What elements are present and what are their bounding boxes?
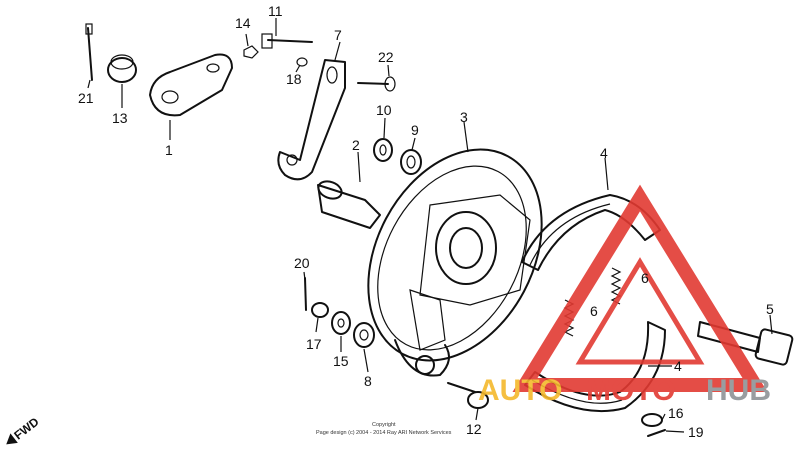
stopper-arm [149, 53, 233, 117]
pin-21 [85, 23, 93, 81]
callout-18: 18 [286, 71, 302, 87]
bolt-20 [304, 277, 307, 311]
copyright-line2: Page design (c) 2004 - 2014 Ray ARI Netw… [316, 430, 452, 436]
callout-7: 7 [334, 27, 342, 43]
callout-11: 11 [268, 3, 283, 19]
callout-20: 20 [294, 255, 310, 271]
wear-indicator [107, 54, 137, 83]
bolt-22 [357, 76, 396, 92]
washer-15 [331, 311, 351, 335]
watermark-hub: HUB [706, 374, 771, 407]
callout-13: 13 [112, 110, 128, 126]
callout-14: 14 [235, 15, 251, 31]
cotter-pin-19 [647, 429, 666, 437]
callout-4-upper: 4 [600, 145, 608, 161]
callout-4-lower: 4 [674, 358, 682, 374]
washer-10 [373, 138, 393, 162]
callout-8: 8 [364, 373, 372, 389]
washer-16 [641, 413, 663, 427]
callout-9: 9 [411, 122, 419, 138]
watermark-moto: MOTO [586, 374, 675, 407]
brake-panel [367, 148, 543, 377]
watermark-logo: AUTO MOTO HUB [478, 184, 771, 407]
leader-lines [87, 18, 773, 433]
brake-arm [277, 59, 346, 181]
arrow-left-icon [6, 433, 18, 445]
callout-19: 19 [688, 424, 704, 440]
watermark-auto: AUTO [478, 374, 562, 407]
callout-12: 12 [466, 421, 482, 437]
fwd-label: FWD [11, 414, 41, 442]
callout-16: 16 [668, 405, 684, 421]
sleeve [317, 180, 381, 229]
callout-6-left: 6 [590, 303, 598, 319]
callout-5: 5 [766, 301, 774, 317]
nut-17 [311, 302, 329, 318]
callout-15: 15 [333, 353, 349, 369]
bolt-11 [261, 33, 313, 49]
callout-6-right: 6 [641, 270, 649, 286]
callout-3: 3 [460, 109, 468, 125]
callout-10: 10 [376, 102, 392, 118]
callout-17: 17 [306, 336, 322, 352]
forward-direction-indicator: FWD [6, 414, 42, 445]
callout-21: 21 [78, 90, 94, 106]
nut-14 [243, 45, 259, 59]
callout-2: 2 [352, 137, 360, 153]
washer-18 [296, 57, 308, 67]
brake-cam [697, 321, 794, 366]
washer-9 [400, 149, 422, 175]
washer-8 [353, 322, 375, 348]
copyright-notice: Copyright Page design (c) 2004 - 2014 Ra… [316, 422, 452, 436]
copyright-line1: Copyright [372, 422, 396, 428]
callout-22: 22 [378, 49, 394, 65]
callout-numbers: 1 2 3 4 4 5 6 6 7 8 9 10 11 12 13 14 15 … [78, 3, 774, 440]
callout-1: 1 [165, 142, 173, 158]
